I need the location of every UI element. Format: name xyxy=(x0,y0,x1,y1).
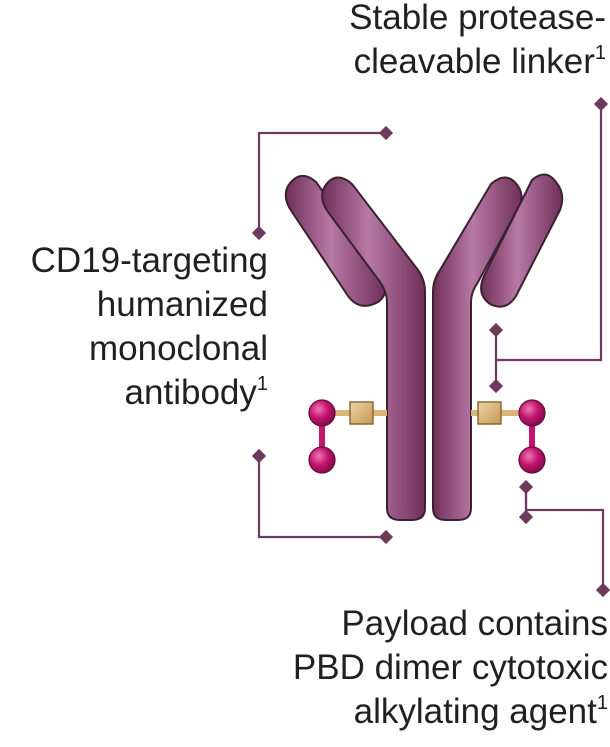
left-payload-bead-top xyxy=(308,399,336,427)
linker-label: Stable protease- cleavable linker1 xyxy=(349,0,606,84)
diamond-antibody-bottom xyxy=(378,529,394,545)
diamond-antibody-left-top xyxy=(251,225,267,241)
left-linker-box xyxy=(349,401,374,425)
diamond-linker-a xyxy=(488,322,504,338)
antibody-label-line-3: monoclonal xyxy=(89,329,268,368)
right-payload-bead-top xyxy=(518,399,546,427)
left-drug-conjugate xyxy=(308,399,387,474)
antibody-upper-callout xyxy=(257,131,386,233)
right-payload-bead-bottom xyxy=(518,446,546,474)
right-drug-conjugate xyxy=(471,399,546,474)
left-heavy-chain xyxy=(321,176,426,521)
payload-label: Payload contains PBD dimer cytotoxic alk… xyxy=(293,602,608,734)
right-linker-box xyxy=(477,401,502,425)
antibody-footnote-ref: 1 xyxy=(256,373,268,395)
payload-callout xyxy=(524,487,605,590)
payload-label-line-2: PBD dimer cytotoxic xyxy=(292,648,608,687)
right-light-chain xyxy=(480,173,564,308)
diamond-payload-a xyxy=(518,479,534,495)
diamond-payload-bottom xyxy=(595,582,610,598)
linker-label-line-2: cleavable linker1 xyxy=(353,42,606,81)
callout-lines xyxy=(257,104,605,590)
diamond-linker-b xyxy=(488,378,504,394)
payload-label-line-1: Payload contains xyxy=(341,604,608,643)
left-light-chain xyxy=(284,175,387,307)
payload-label-line-3: alkylating agent1 xyxy=(353,692,608,731)
linker-footnote-ref: 1 xyxy=(594,42,606,64)
right-heavy-chain xyxy=(432,176,523,521)
antibody-shape xyxy=(284,173,564,521)
diamond-payload-b xyxy=(518,509,534,525)
antibody-label: CD19-targeting humanized monoclonal anti… xyxy=(31,239,268,415)
linker-callout xyxy=(496,104,603,362)
left-payload-bead-bottom xyxy=(308,446,336,474)
diamond-antibody-top xyxy=(378,125,394,141)
linker-label-line-1: Stable protease- xyxy=(349,0,606,37)
antibody-label-line-4: antibody1 xyxy=(124,373,268,412)
antibody-label-line-1: CD19-targeting xyxy=(30,241,268,280)
antibody-lower-callout xyxy=(257,456,386,539)
antibody-label-line-2: humanized xyxy=(96,285,268,324)
diamond-antibody-left-bottom xyxy=(251,448,267,464)
payload-footnote-ref: 1 xyxy=(596,692,608,714)
diamond-linker-top xyxy=(593,96,609,112)
callout-diamonds xyxy=(251,96,610,598)
